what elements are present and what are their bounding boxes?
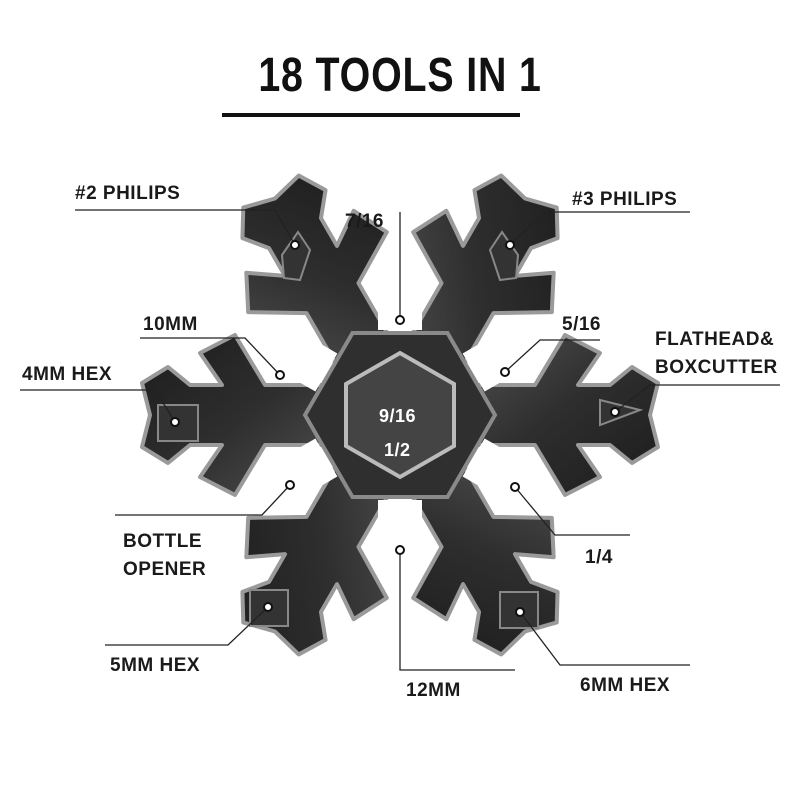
label-1-2: 1/2 <box>384 440 411 460</box>
flathead-blade <box>599 398 644 427</box>
label-phillips3: #3 PHILIPS <box>572 189 678 210</box>
label-5-16: 5/16 <box>562 314 601 335</box>
snowflake-tool <box>140 149 660 681</box>
label-boxcutter: BOXCUTTER <box>655 357 778 378</box>
label-opener: OPENER <box>123 559 207 580</box>
label-12mm: 12MM <box>406 680 461 701</box>
label-1-4: 1/4 <box>585 547 613 568</box>
label-10mm: 10MM <box>143 314 198 335</box>
label-bottle: BOTTLE <box>123 531 202 552</box>
label-4mm-hex: 4MM HEX <box>22 364 113 385</box>
label-6mm-hex: 6MM HEX <box>580 675 671 696</box>
center-hex-wrench <box>344 350 456 480</box>
label-flathead: FLATHEAD& <box>655 329 775 350</box>
label-7-16: 7/16 <box>345 211 384 232</box>
title-underline <box>222 113 520 117</box>
phillips3-bit <box>488 230 520 282</box>
label-5mm-hex: 5MM HEX <box>110 655 201 676</box>
phillips2-bit <box>280 230 312 282</box>
label-9-16: 9/16 <box>379 406 417 426</box>
page-title: 18 TOOLS IN 1 <box>258 49 542 102</box>
label-phillips2: #2 PHILIPS <box>75 183 181 204</box>
